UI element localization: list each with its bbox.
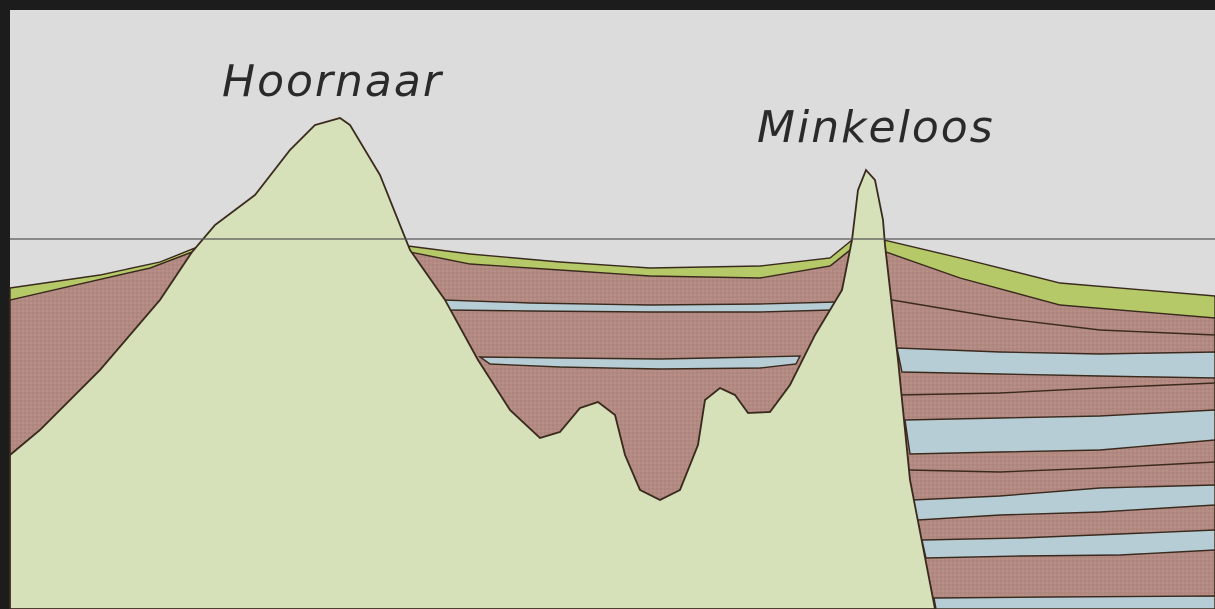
label-hoornaar: Hoornaar	[222, 56, 443, 107]
right-blue-band-5	[934, 596, 1215, 609]
label-minkeloos: Minkeloos	[757, 102, 995, 153]
right-blue-band-1	[897, 348, 1215, 378]
